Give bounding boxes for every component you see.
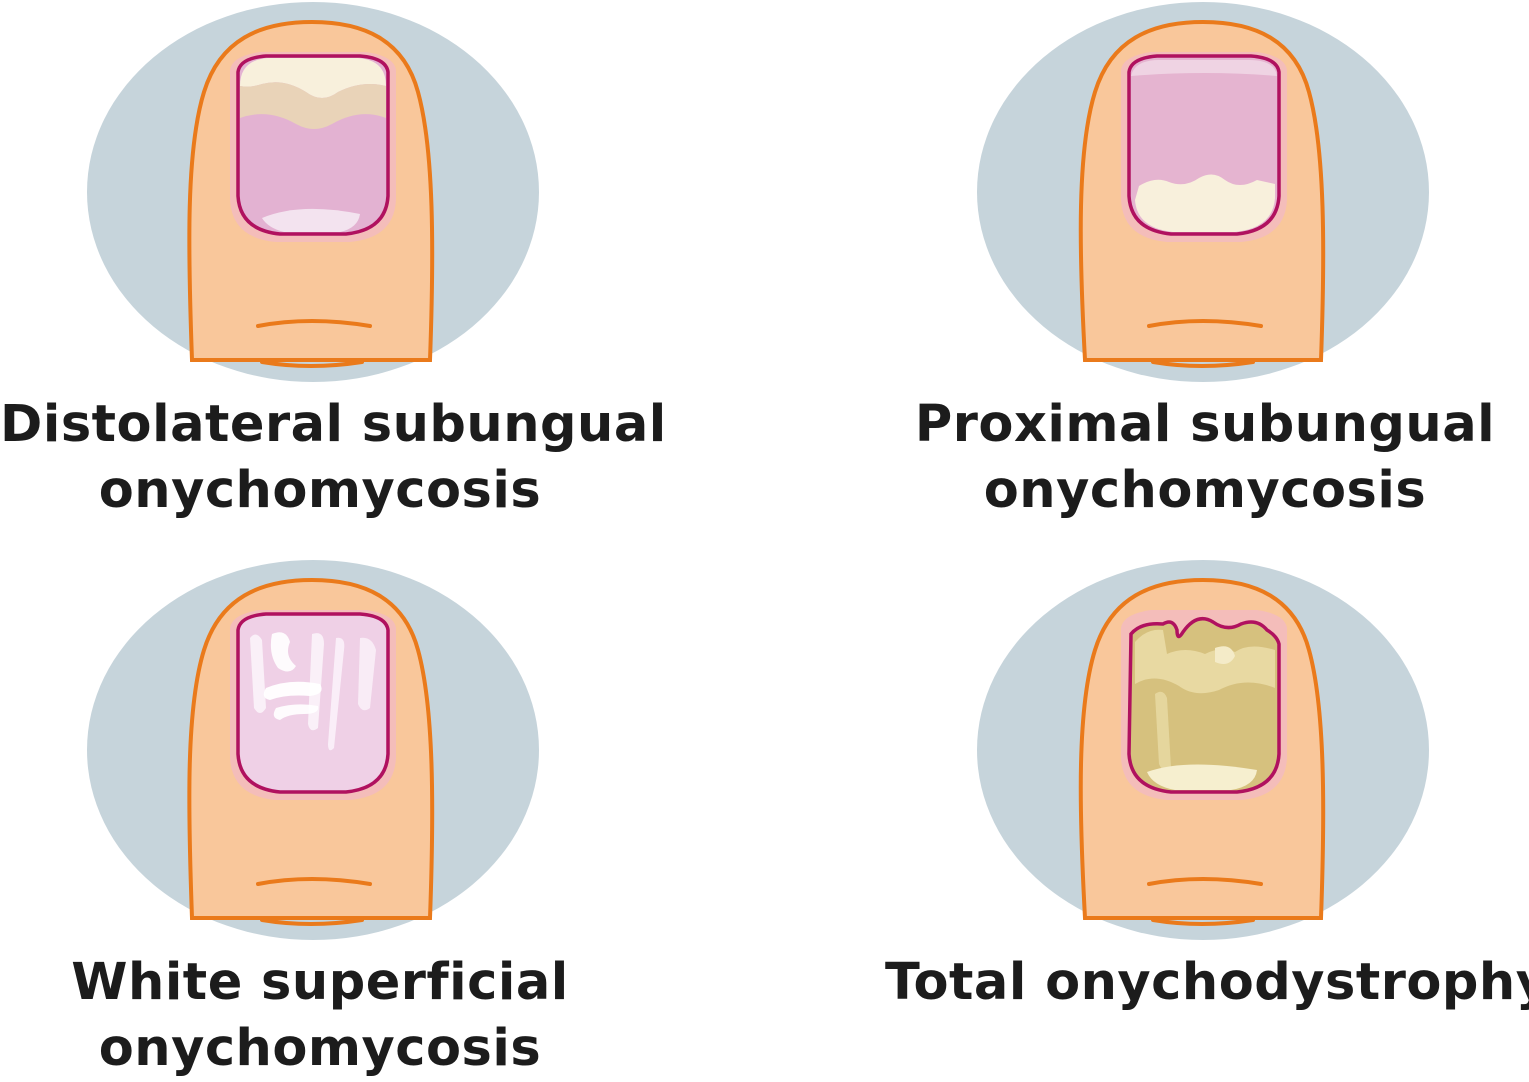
infection-streak (1155, 691, 1171, 771)
infection-tip-white (1147, 764, 1257, 790)
white-patch-1 (250, 634, 266, 713)
panel-proximal: Proximal subungual onychomycosis (885, 0, 1525, 520)
caption-total: Total onychodystrophy (885, 950, 1529, 1016)
infection-yellow-band (240, 82, 386, 129)
knuckle-crease-upper (256, 877, 372, 886)
nail-tip-highlight (262, 208, 360, 232)
knuckle-crease-lower (260, 360, 364, 368)
knuckle-crease-upper (1147, 877, 1263, 886)
white-patch-5 (263, 681, 322, 700)
total-nail-illustration (977, 560, 1429, 940)
white-patch-7 (358, 637, 376, 711)
infection-white-distal (240, 58, 386, 98)
white-superficial-nail-illustration (87, 560, 539, 940)
caption-proximal: Proximal subungual onychomycosis (885, 392, 1525, 524)
caption-line-1: Total onychodystrophy (885, 953, 1529, 1012)
knuckle-crease-lower (1151, 360, 1255, 368)
distolateral-nail-illustration (87, 2, 539, 382)
caption-distolateral: Distolateral subungual onychomycosis (0, 392, 667, 524)
panel-white-superficial: White superficial onychomycosis (0, 558, 640, 1080)
caption-line-1: Distolateral subungual (0, 395, 667, 454)
knuckle-crease-upper (1147, 319, 1263, 328)
knuckle-crease-lower (260, 918, 364, 926)
caption-line-2: onychomycosis (983, 461, 1427, 520)
knuckle-crease-lower (1151, 918, 1255, 926)
caption-line-2: onychomycosis (98, 461, 542, 520)
panel-distolateral: Distolateral subungual onychomycosis (0, 0, 666, 520)
infection-white-proximal (1135, 174, 1275, 232)
proximal-nail-illustration (977, 2, 1429, 382)
nail-free-edge (1131, 60, 1277, 76)
caption-line-1: White superficial (71, 953, 569, 1012)
panel-total: Total onychodystrophy (885, 558, 1529, 1080)
infection-light-yellow (1135, 629, 1275, 694)
white-patch-4 (328, 637, 345, 751)
white-patch-6 (273, 704, 319, 720)
knuckle-crease-upper (256, 319, 372, 328)
caption-line-2: onychomycosis (98, 1019, 542, 1078)
caption-white-superficial: White superficial onychomycosis (0, 950, 640, 1082)
caption-line-1: Proximal subungual (914, 395, 1496, 454)
white-patch-2 (270, 632, 296, 672)
infection-pale-spot (1215, 646, 1235, 664)
